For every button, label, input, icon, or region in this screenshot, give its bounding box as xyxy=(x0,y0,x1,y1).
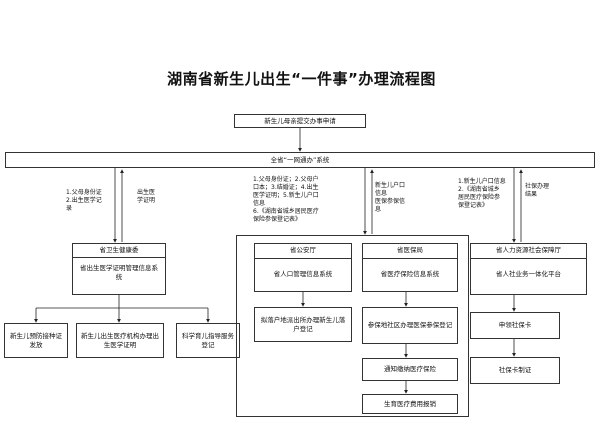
note-group-outputs: 新生儿户口 信息 医保参保信 息 xyxy=(375,182,406,213)
police-insurance-group xyxy=(236,235,469,417)
note-hr-outputs: 社保办理 结果 xyxy=(525,183,550,198)
health-system: 省出生医学证明管理信息系统 xyxy=(80,264,158,281)
health-group: 省卫生健康委 省出生医学证明管理信息系统 xyxy=(72,243,166,295)
police-register-box: 拟落户地派出所办理新生儿落户登记 xyxy=(254,307,352,342)
medins-system: 省医疗保险信息系统 xyxy=(380,270,440,278)
hr-title: 省人力资源社会保障厅 xyxy=(471,244,586,259)
hr-group: 省人力资源社会保障厅 省人社业务一体化平台 xyxy=(470,243,587,295)
medins-title: 省医保局 xyxy=(363,244,457,259)
apply-box: 新生儿母亲提交办事申请 xyxy=(234,114,366,128)
police-title: 省公安厅 xyxy=(255,244,351,259)
note-health-outputs: 出生医 学证明 xyxy=(137,189,156,204)
platform-box: 全省“一网通办”系统 xyxy=(5,152,595,168)
note-hr-inputs: 1.新生儿户口信息 2.《湖南省城乡 居民医疗保险参 保登记表》 xyxy=(458,178,506,209)
note-health-inputs: 1.父母身份证 2.出生医学记 录 xyxy=(66,189,102,212)
hr-system: 省人社业务一体化平台 xyxy=(496,270,561,278)
medins-birth-box: 生育医疗费用报销 xyxy=(362,394,458,414)
vaccine-box: 新生儿预防接种证发放 xyxy=(4,323,68,358)
page-title: 湖南省新生儿出生“一件事”办理流程图 xyxy=(167,70,436,88)
police-group: 省公安厅 省人口管理信息系统 xyxy=(254,243,352,292)
medins-register-box: 参保地社区办理医保参保登记 xyxy=(362,307,458,344)
hr-make-box: 社保卡制证 xyxy=(470,357,560,384)
health-title: 省卫生健康委 xyxy=(73,244,165,258)
police-system: 省人口管理信息系统 xyxy=(273,270,333,278)
medins-notice-box: 通知缴纳医疗保险 xyxy=(362,358,458,381)
note-police-inputs: 1.父母身份证；2.父母户 口本；3.结婚证；4.出生 医学证明；5.新生儿户口… xyxy=(253,176,319,223)
birth-cert-box: 新生儿出生医疗机构办理出生医学证明 xyxy=(76,323,164,358)
hr-card-box: 申领社保卡 xyxy=(470,312,560,339)
parenting-box: 科学育儿指导服务登记 xyxy=(176,323,240,358)
medins-group: 省医保局 省医疗保险信息系统 xyxy=(362,243,458,292)
